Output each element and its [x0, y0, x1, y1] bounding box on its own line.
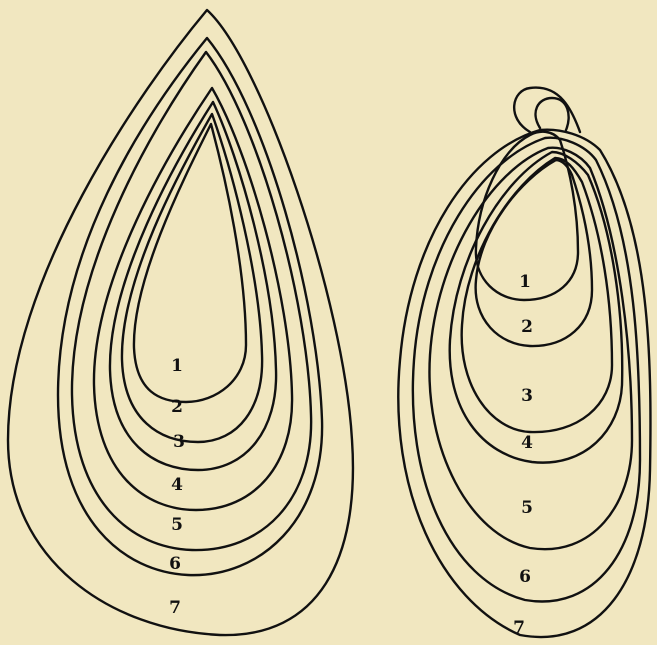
right-outline-4: [450, 152, 623, 463]
left-label-5: 5: [171, 515, 183, 535]
right-shell-figure: 1 2 3 4 5 6 7: [398, 88, 650, 638]
left-label-6: 6: [169, 554, 181, 574]
left-label-2: 2: [171, 397, 183, 417]
right-label-4: 4: [521, 433, 533, 453]
right-knob-inner: [536, 98, 569, 130]
right-label-6: 6: [519, 567, 531, 587]
right-label-7: 7: [513, 618, 525, 638]
right-label-2: 2: [521, 317, 533, 337]
right-outline-2: [476, 160, 592, 346]
left-shell-figure: 1 2 3 4 5 6 7: [8, 10, 353, 635]
left-outline-3: [110, 102, 276, 470]
left-outline-5: [72, 52, 311, 550]
right-label-5: 5: [521, 498, 533, 518]
left-label-7: 7: [169, 598, 181, 618]
left-outline-4: [94, 88, 292, 510]
right-label-3: 3: [521, 386, 533, 406]
right-outline-5: [429, 148, 632, 550]
right-label-1: 1: [519, 272, 531, 292]
left-label-3: 3: [173, 432, 185, 452]
left-label-1: 1: [171, 356, 183, 376]
right-knob-outer: [514, 88, 580, 132]
left-label-4: 4: [171, 475, 183, 495]
